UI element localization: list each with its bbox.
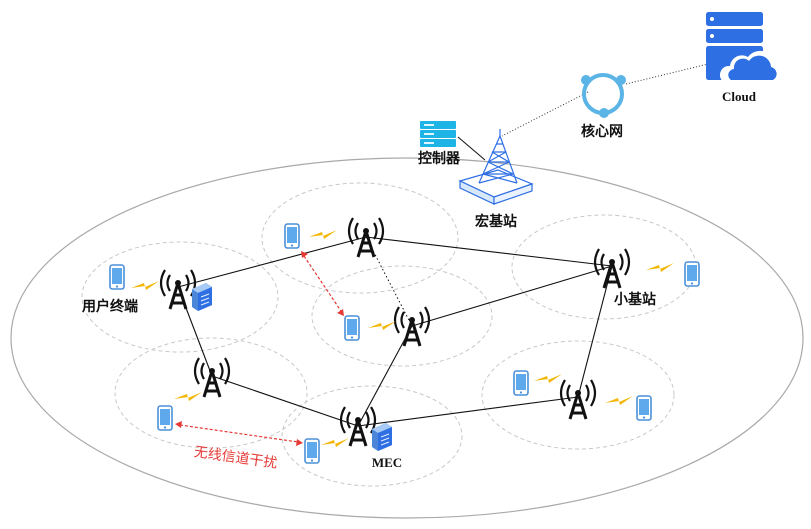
cell-area-bottom-center — [281, 385, 463, 487]
lightning-signal-icon — [605, 396, 633, 405]
antenna-tower-icon — [193, 356, 231, 399]
controller-macro-link — [457, 136, 486, 161]
smartphone-icon — [109, 264, 125, 290]
macro-base-station-label: 宏基站 — [475, 213, 517, 230]
cell-area-top — [261, 182, 459, 294]
antenna-tower-icon — [593, 247, 631, 290]
cell-area-center — [311, 265, 493, 367]
small-base-station-label: 小基站 — [614, 291, 656, 308]
lightning-signal-icon — [309, 230, 337, 239]
cloud-server-icon — [706, 12, 786, 84]
lightning-signal-icon — [646, 263, 674, 272]
smartphone-icon — [344, 315, 360, 341]
user-terminal-label: 用户终端 — [82, 298, 138, 315]
core-macro-link — [501, 91, 589, 137]
cloud-core-link — [625, 63, 709, 85]
cell-area-mid-left — [114, 337, 308, 449]
smartphone-icon — [636, 395, 652, 421]
network-ring-icon — [581, 73, 626, 118]
antenna-tower-icon — [339, 405, 377, 448]
smartphone-icon — [513, 370, 529, 396]
cell-coverage-areas — [81, 182, 697, 487]
server-rack-icon — [420, 121, 456, 147]
controller-label: 控制器 — [418, 150, 461, 167]
backhaul-links — [177, 236, 613, 427]
interference-label: 无线信道干扰 — [193, 444, 278, 472]
lattice-tower-icon — [458, 129, 534, 205]
antenna-tower-icon — [159, 268, 197, 311]
lightning-signal-icon — [321, 438, 349, 447]
lightning-signal-icon — [174, 392, 202, 401]
interference-arrow-upper — [301, 251, 344, 316]
macro-coverage-ellipse — [10, 157, 804, 519]
antenna-tower-icon — [559, 378, 597, 421]
mec-label: MEC — [372, 455, 402, 470]
interference-arrow-lower — [175, 421, 303, 446]
core-network-label: 核心网 — [581, 123, 623, 140]
smartphone-icon — [284, 223, 300, 249]
lightning-signal-icon — [368, 321, 396, 330]
smartphone-icon — [304, 438, 320, 464]
smartphone-icon — [157, 405, 173, 431]
cell-area-bottom-right — [481, 340, 675, 450]
cloud-label: Cloud — [722, 89, 757, 104]
cell-area-right-top — [511, 214, 697, 320]
cell-area-left — [81, 241, 279, 353]
lightning-signal-icon — [131, 281, 159, 290]
smartphone-icon — [684, 261, 700, 287]
edge-server-icon — [371, 422, 393, 452]
lightning-signal-icon — [534, 374, 562, 383]
